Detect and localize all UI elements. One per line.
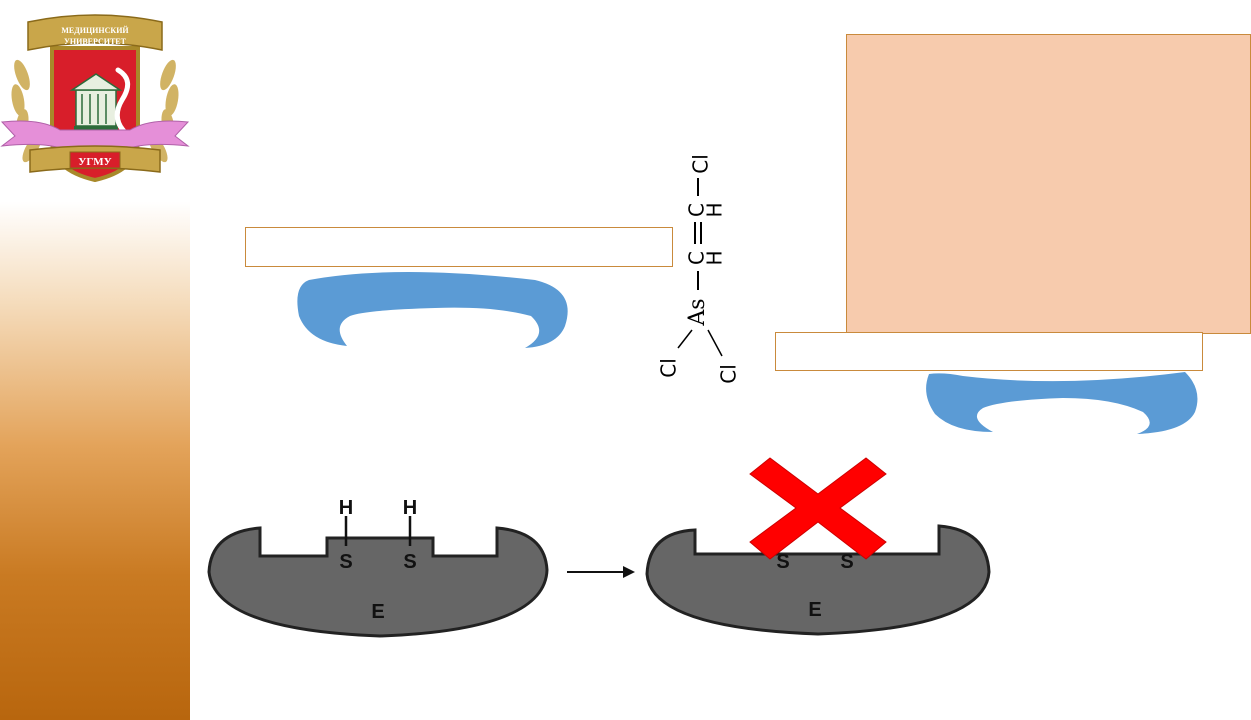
molecule-cl-left: Cl xyxy=(657,358,681,378)
reaction-arrow-icon xyxy=(567,566,635,578)
top-banner-icon xyxy=(27,14,163,51)
enzyme-left-s1: S xyxy=(339,551,352,573)
enzyme-right-body xyxy=(645,524,991,636)
snake-icon xyxy=(114,67,131,138)
enzyme-left-label: E xyxy=(371,601,384,623)
red-cross-icon xyxy=(749,457,887,560)
molecule-h1: H xyxy=(703,202,727,217)
enzyme-right-s1: S xyxy=(776,551,789,573)
banner-line1: МЕДИЦИНСКИЙ xyxy=(61,26,129,35)
lewisite-molecule: Cl C H C H As Cl Cl xyxy=(657,154,741,384)
enzyme-left-h1: H xyxy=(339,497,353,519)
molecule-c2: C xyxy=(685,251,709,265)
enzyme-left: H H S S E xyxy=(207,497,549,638)
molecule-h2: H xyxy=(703,250,727,265)
enzyme-right-s2: S xyxy=(840,551,853,573)
enzyme-left-h2: H xyxy=(403,497,417,519)
enzyme-left-s2: S xyxy=(403,551,416,573)
text-box-right[interactable] xyxy=(775,332,1203,371)
ribbon-text: УГМУ xyxy=(78,156,111,168)
bond-as-cl-right xyxy=(707,329,723,357)
pink-ribbon-icon xyxy=(0,120,190,149)
molecule-cl-top: Cl xyxy=(689,154,713,174)
molecule-as: As xyxy=(685,298,710,326)
peach-box xyxy=(846,34,1251,334)
enzyme-right-label: E xyxy=(808,599,821,621)
curved-arrow-right-icon xyxy=(926,372,1198,434)
text-box-left[interactable] xyxy=(245,227,673,267)
enzyme-right: S S E xyxy=(645,524,991,636)
molecule-c1: C xyxy=(685,203,709,217)
bond-as-cl-left xyxy=(677,329,693,349)
curved-arrow-left-icon xyxy=(297,272,568,348)
banner-line2: УНИВЕРСИТЕТ xyxy=(64,37,127,46)
building-icon xyxy=(69,73,123,131)
university-logo: МЕДИЦИНСКИЙ УНИВЕРСИТЕТ УГМУ xyxy=(0,14,190,183)
molecule-cl-right: Cl xyxy=(717,364,741,384)
enzyme-left-body xyxy=(207,526,549,638)
